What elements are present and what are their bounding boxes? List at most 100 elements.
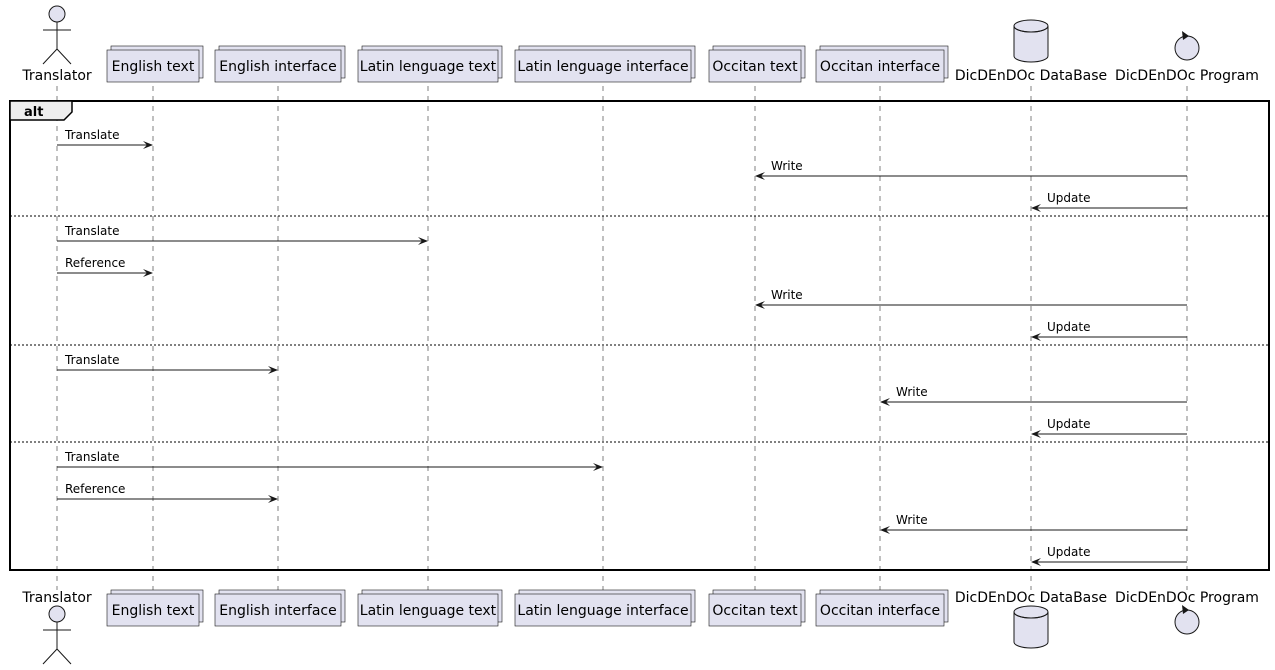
alt-fragment: alt: [9, 100, 1270, 571]
message-update: Update: [1031, 417, 1187, 438]
participant-label: Occitan text: [712, 603, 798, 619]
participant-en_text-top: English text: [106, 45, 204, 83]
message-label: Update: [1047, 191, 1090, 205]
message-label: Update: [1047, 545, 1090, 559]
collection-box: [514, 49, 692, 83]
message-reference: Reference: [57, 256, 153, 277]
participant-label: English text: [112, 603, 195, 619]
lifelines: [56, 86, 1188, 590]
database-rim-icon: [1013, 611, 1049, 619]
collection-box: [357, 593, 499, 627]
participant-en_text-bottom: English text: [106, 589, 204, 627]
message-translate: Translate: [57, 353, 278, 374]
arrowhead: [1031, 430, 1041, 438]
participant-label: DicDEnDOc Program: [1115, 68, 1259, 84]
alt-label-tab: [9, 100, 73, 121]
message-update: Update: [1031, 191, 1187, 212]
participant-translator-top: Translator: [21, 5, 92, 84]
participant-oc_text-top: Occitan text: [708, 45, 806, 83]
collection-box: [514, 593, 692, 627]
alt-frame: [9, 100, 1270, 571]
message-update: Update: [1031, 545, 1187, 566]
collection-box: [815, 49, 945, 83]
collection-box: [708, 49, 802, 83]
message-label: Write: [896, 513, 928, 527]
message-label: Reference: [65, 482, 125, 496]
participants-top: Translator English text English interface L…: [21, 5, 1259, 84]
message-label: Update: [1047, 417, 1090, 431]
participant-label: Latin lenguage interface: [517, 59, 688, 75]
alt-label: alt: [24, 105, 43, 120]
participant-oc_iface-top: Occitan interface: [815, 45, 949, 83]
participant-label: Occitan interface: [820, 603, 940, 619]
arrowhead: [268, 366, 278, 374]
participant-label: English interface: [219, 59, 336, 75]
arrowhead: [418, 237, 428, 245]
actor-body-icon: [42, 622, 72, 665]
collection-box: [106, 593, 200, 627]
actor-body-icon: [42, 22, 72, 65]
arrowhead: [755, 301, 765, 309]
arrowhead: [880, 526, 890, 534]
participant-la_iface-top: Latin lenguage interface: [514, 45, 696, 83]
message-label: Translate: [64, 450, 120, 464]
message-label: Write: [771, 288, 803, 302]
arrowhead: [268, 495, 278, 503]
participant-db-top: DicDEnDOc DataBase: [955, 19, 1107, 84]
arrowhead: [755, 172, 765, 180]
participant-label: English interface: [219, 603, 336, 619]
collection-box: [106, 49, 200, 83]
participant-oc_iface-bottom: Occitan interface: [815, 589, 949, 627]
actor-icon: [48, 605, 66, 623]
database-icon: [1013, 612, 1049, 649]
participant-label: DicDEnDOc DataBase: [955, 590, 1107, 606]
message-label: Write: [896, 385, 928, 399]
message-write: Write: [880, 513, 1187, 534]
participant-program-bottom: DicDEnDOc Program: [1115, 590, 1259, 635]
arrowhead: [593, 463, 603, 471]
participant-label: Translator: [21, 68, 92, 84]
participant-label: English text: [112, 59, 195, 75]
message-reference: Reference: [57, 482, 278, 503]
collection-box: [708, 593, 802, 627]
control-arrow-icon: [1182, 605, 1189, 614]
message-write: Write: [880, 385, 1187, 406]
arrowhead: [1031, 333, 1041, 341]
participant-label: DicDEnDOc Program: [1115, 590, 1259, 606]
message-update: Update: [1031, 320, 1187, 341]
control-icon: [1174, 609, 1200, 635]
messages: TranslateWriteUpdateTranslateReferenceWr…: [57, 128, 1187, 566]
participant-la_iface-bottom: Latin lenguage interface: [514, 589, 696, 627]
database-rim-icon: [1013, 25, 1049, 33]
participant-en_iface-top: English interface: [214, 45, 346, 83]
message-translate: Translate: [57, 224, 428, 245]
arrowhead: [143, 141, 153, 149]
message-label: Write: [771, 159, 803, 173]
collection-box: [357, 49, 499, 83]
message-write: Write: [755, 288, 1187, 309]
participant-label: Latin lenguage text: [360, 603, 497, 619]
control-arrow-icon: [1182, 31, 1189, 40]
participant-label: Occitan interface: [820, 59, 940, 75]
message-translate: Translate: [57, 128, 153, 149]
collection-box: [214, 593, 342, 627]
participant-label: Occitan text: [712, 59, 798, 75]
participant-label: DicDEnDOc DataBase: [955, 68, 1107, 84]
database-icon: [1013, 26, 1049, 63]
participant-label: Latin lenguage text: [360, 59, 497, 75]
message-label: Translate: [64, 224, 120, 238]
participant-oc_text-bottom: Occitan text: [708, 589, 806, 627]
participant-la_text-top: Latin lenguage text: [357, 45, 503, 83]
collection-box: [815, 593, 945, 627]
message-label: Update: [1047, 320, 1090, 334]
collection-box: [214, 49, 342, 83]
arrowhead: [1031, 558, 1041, 566]
participant-en_iface-bottom: English interface: [214, 589, 346, 627]
message-write: Write: [755, 159, 1187, 180]
participant-label: Translator: [21, 590, 92, 606]
participant-program-top: DicDEnDOc Program: [1115, 31, 1259, 84]
arrowhead: [880, 398, 890, 406]
message-label: Translate: [64, 353, 120, 367]
